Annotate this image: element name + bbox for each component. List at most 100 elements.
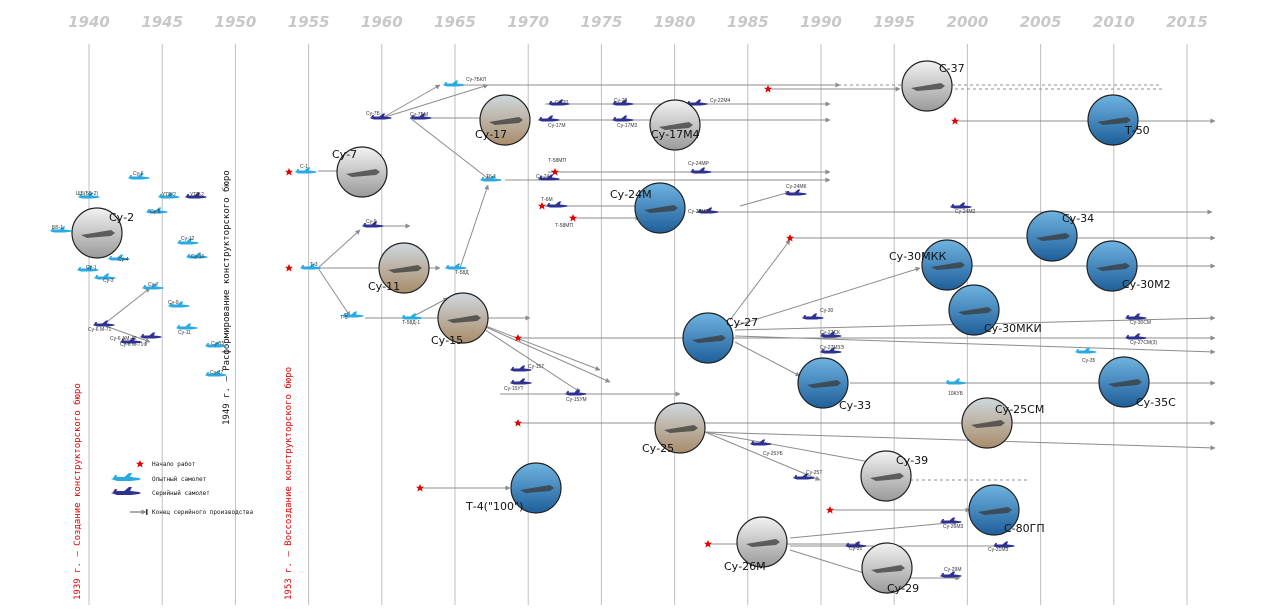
aircraft-title: С-37 (939, 62, 965, 75)
aircraft-photo: Су-7 (332, 146, 388, 198)
year-label: 2005 (1020, 13, 1062, 31)
aircraft-label: Су-15 (211, 341, 225, 347)
plane-icon (689, 167, 712, 174)
aircraft-photo: Су-27 (682, 312, 758, 364)
aircraft-label: Су-15УТ (504, 386, 524, 392)
aircraft-label: Су-17М3 (617, 123, 638, 129)
aircraft-title: Т-50 (1124, 124, 1150, 137)
plane-icon (944, 378, 967, 385)
plane-icon (611, 115, 634, 122)
aircraft-label: Су-10 (191, 254, 205, 260)
aircraft-label: УТБ-2 (190, 192, 204, 198)
aircraft-title: Су-7 (332, 148, 357, 161)
caption-disband: 1949 г. — Расформирование конструкторско… (221, 170, 232, 425)
legend-start: Начало работ (152, 461, 196, 468)
plane-icon (175, 323, 198, 330)
aircraft-title: Су-34 (1062, 212, 1094, 225)
year-label: 1985 (727, 13, 769, 31)
aircraft-photo: Су-39 (860, 450, 928, 502)
year-label: 2015 (1166, 13, 1208, 31)
legend-experimental-icon (111, 473, 141, 481)
aircraft-title: Су-29 (887, 582, 919, 595)
aircraft-photo: Су-25СМ (961, 397, 1044, 449)
aircraft-label: Су-11 (178, 330, 191, 336)
aircraft-label: Су-6 М-71Ф (120, 342, 147, 348)
year-label: 1990 (800, 13, 842, 31)
year-label: 1955 (288, 13, 330, 31)
aircraft-label: Су-1 (86, 265, 97, 271)
aircraft-photo: Су-17М4 (649, 99, 701, 151)
aircraft-photo: Су-17 (475, 94, 531, 146)
plane-icon (442, 80, 465, 87)
plane-icon (1124, 313, 1147, 320)
legend-end: Конец серийного производства (152, 509, 254, 516)
year-label: 1975 (581, 13, 623, 31)
year-label: 1960 (361, 13, 403, 31)
aircraft-title: Су-39 (896, 454, 928, 467)
aircraft-title: Су-17 (475, 128, 507, 141)
aircraft-photo: Су-30М2 (1086, 240, 1171, 292)
aircraft-label: Су-6 (133, 171, 144, 177)
plane-icon (139, 332, 162, 339)
aircraft-label: ШБ(ББ-2) (76, 191, 99, 197)
aircraft-photo: Су-35С (1098, 356, 1176, 409)
aircraft-label: Т-6М (541, 197, 553, 203)
connector-arrows (102, 82, 1216, 581)
year-label: 2000 (947, 13, 989, 31)
aircraft-label: Су-25УБ (763, 451, 784, 457)
aircraft-photo: Су-30МКК (889, 239, 973, 291)
aircraft-title: Су-24М (610, 188, 652, 201)
aircraft-label: Су-24МР (688, 161, 710, 167)
aircraft-label: Т-58Д (455, 270, 469, 276)
aircraft-label: Су-7 (148, 282, 159, 288)
aircraft-label: С-1 (300, 164, 308, 170)
aircraft-photo: Су-33 (797, 357, 871, 412)
aircraft-title: Су-35С (1136, 396, 1176, 409)
aircraft-label: УТБ-2 (162, 192, 176, 198)
aircraft-label: Су-17 (210, 370, 224, 376)
aircraft-label: Су-9 (168, 300, 179, 306)
year-label: 2010 (1093, 13, 1135, 31)
aircraft-label: Су-9 (366, 219, 377, 225)
aircraft-label: Су-31М3 (988, 547, 1009, 553)
aircraft-label: Су-24 (536, 174, 550, 180)
aircraft-label: Су-24МК (786, 184, 807, 190)
plane-icon (564, 389, 587, 396)
aircraft-title: С-80ГП (1004, 522, 1045, 535)
plane-icon (939, 517, 962, 524)
aircraft-label: Су-22 (614, 98, 628, 104)
aircraft-label: Су-25Т (806, 470, 822, 476)
year-label: 1970 (507, 13, 549, 31)
legend: Начало работ Опытный самолет Серийный са… (111, 460, 254, 516)
aircraft-label: Су-4 (118, 257, 129, 263)
plane-icon (92, 320, 115, 327)
aircraft-label: Су-35 (1082, 358, 1096, 364)
aircraft-photo: Су-25 (642, 402, 706, 455)
legend-star-icon (136, 460, 144, 468)
aircraft-label: Су-31 (849, 546, 863, 552)
aircraft-label: Су-27СК (820, 330, 840, 336)
aircraft-photo: Су-34 (1026, 210, 1094, 262)
start-star-icon (538, 202, 546, 210)
plane-icon (784, 189, 807, 196)
aircraft-photo: С-80ГП (968, 484, 1045, 536)
aircraft-photo: Т-50 (1087, 94, 1150, 146)
aircraft-label: Су-24М2 (955, 209, 976, 215)
start-markers (285, 85, 959, 548)
aircraft-label: Су-27М3Э (820, 345, 844, 351)
year-label: 1950 (215, 13, 257, 31)
aircraft-photo: Су-29 (861, 542, 919, 595)
aircraft-title: Су-26М (724, 560, 766, 573)
aircraft-label: Су-30СМ (1130, 320, 1151, 326)
legend-serial: Серийный самолет (152, 490, 210, 497)
aircraft-photo: С-37 (901, 60, 965, 112)
aircraft-label: Су-26М3 (943, 524, 964, 530)
year-label: 1940 (68, 13, 110, 31)
aircraft-label: Т-3 (310, 262, 318, 268)
aircraft-title: Су-30М2 (1122, 278, 1171, 291)
aircraft-title: Су-30МКК (889, 250, 946, 263)
aircraft-label: Су-22М4 (710, 98, 731, 104)
aircraft-title: Су-25 (642, 442, 674, 455)
